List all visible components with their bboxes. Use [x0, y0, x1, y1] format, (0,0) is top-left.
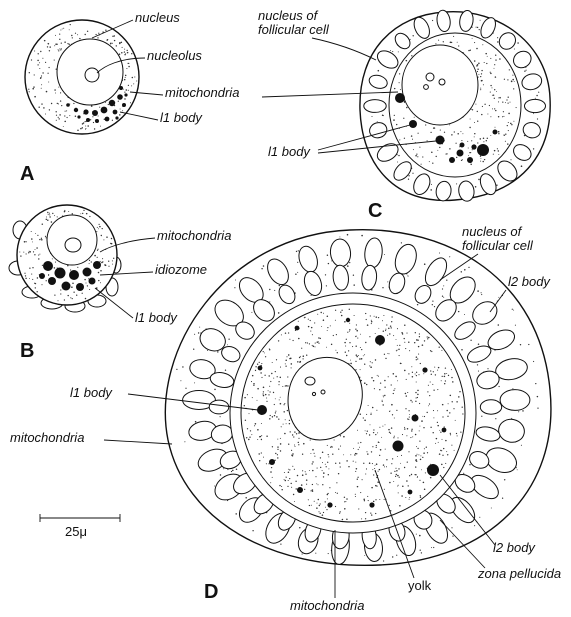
panel-c-nucleolus-1 — [426, 73, 434, 81]
label-mitochondria-b: mitochondria — [157, 228, 231, 243]
leader-mitochondria-d-left — [104, 440, 172, 444]
label-nucleus-of-follicular-cell-c-line1: nucleus of — [258, 8, 319, 23]
leader-l1-body-a — [120, 112, 158, 120]
label-idiozome-b: idiozome — [155, 262, 207, 277]
scale-bar-line — [40, 514, 120, 522]
panel-a-oocyte — [25, 20, 139, 134]
panel-c-follicle — [360, 9, 550, 202]
label-mitochondria-a: mitochondria — [165, 85, 239, 100]
label-l2-body-d-bottom: l2 body — [493, 540, 536, 555]
panel-b-oocyte — [9, 205, 121, 312]
label-yolk-d: yolk — [408, 578, 432, 593]
follicular-cell-nucleus — [364, 100, 386, 113]
follicular-cell-nucleus — [480, 400, 501, 414]
panel-c-letter: C — [368, 200, 382, 222]
label-l1-body-d: l1 body — [70, 385, 113, 400]
panel-c-nucleus — [402, 45, 478, 125]
panel-c-nucleolus-2 — [439, 79, 445, 85]
panel-c-nucleolus-3 — [424, 85, 429, 90]
panel-d-letter: D — [204, 581, 218, 603]
label-zona-pellucida-d: zona pellucida — [477, 566, 561, 581]
follicular-cell-nucleus — [209, 400, 229, 414]
label-nucleus-of-follicular-cell-d-line1: nucleus of — [462, 224, 523, 239]
label-l1-body-b: l1 body — [135, 310, 178, 325]
panel-d-nucleolus-2 — [321, 390, 325, 394]
panel-d-nucleolus-3 — [312, 392, 315, 395]
follicular-cell-nucleus — [525, 99, 546, 112]
panel-d-nucleolus-1 — [305, 377, 315, 385]
panel-d-follicle — [165, 230, 551, 566]
scale-bar: 25μ — [40, 514, 120, 539]
label-nucleus-a: nucleus — [135, 10, 180, 25]
scale-bar-label: 25μ — [65, 524, 87, 539]
label-l1-body-c: l1 body — [268, 144, 311, 159]
panel-a-letter: A — [20, 163, 34, 185]
follicular-cell-nucleus — [500, 390, 530, 411]
leader-follicular-nucleus-c — [312, 38, 376, 60]
label-l2-body-d-top: l2 body — [508, 274, 551, 289]
panel-a-nucleolus — [85, 68, 99, 82]
label-mitochondria-d-left: mitochondria — [10, 430, 84, 445]
label-nucleolus-a: nucleolus — [147, 48, 202, 63]
panel-b-nucleolus — [65, 238, 81, 252]
label-nucleus-of-follicular-cell-d-line2: follicular cell — [462, 238, 534, 253]
label-mitochondria-d-bottom: mitochondria — [290, 598, 364, 613]
label-l1-body-a: l1 body — [160, 110, 203, 125]
label-nucleus-of-follicular-cell-c-line2: follicular cell — [258, 22, 330, 37]
panel-b-letter: B — [20, 340, 34, 362]
